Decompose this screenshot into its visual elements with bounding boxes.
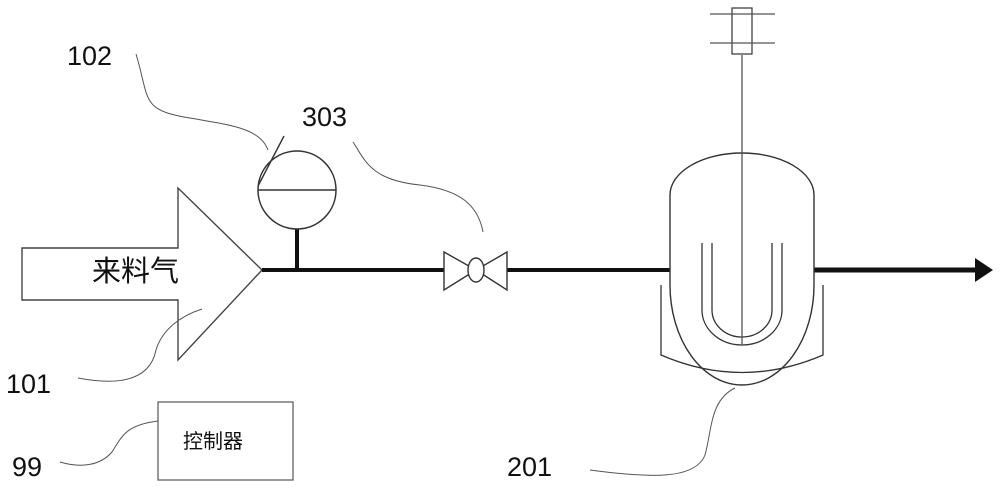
outlet-arrowhead [975, 258, 993, 282]
inlet-arrow: 来料气 [21, 186, 263, 362]
controller: 控制器 [157, 401, 294, 481]
label-102: 102 [67, 41, 112, 71]
label-99: 99 [12, 452, 42, 482]
main-pipe [262, 258, 993, 282]
controller-text: 控制器 [183, 429, 243, 453]
leader-lines [59, 53, 736, 476]
pressure-gauge [257, 135, 337, 270]
vessel [660, 7, 824, 386]
agitator-motor [731, 7, 753, 55]
valve [443, 250, 508, 292]
gauge-needle [257, 135, 285, 187]
label-201: 201 [507, 452, 552, 482]
vessel-jacket [660, 285, 824, 374]
label-303: 303 [302, 102, 347, 132]
label-101: 101 [6, 369, 51, 399]
inlet-text: 来料气 [92, 254, 179, 288]
